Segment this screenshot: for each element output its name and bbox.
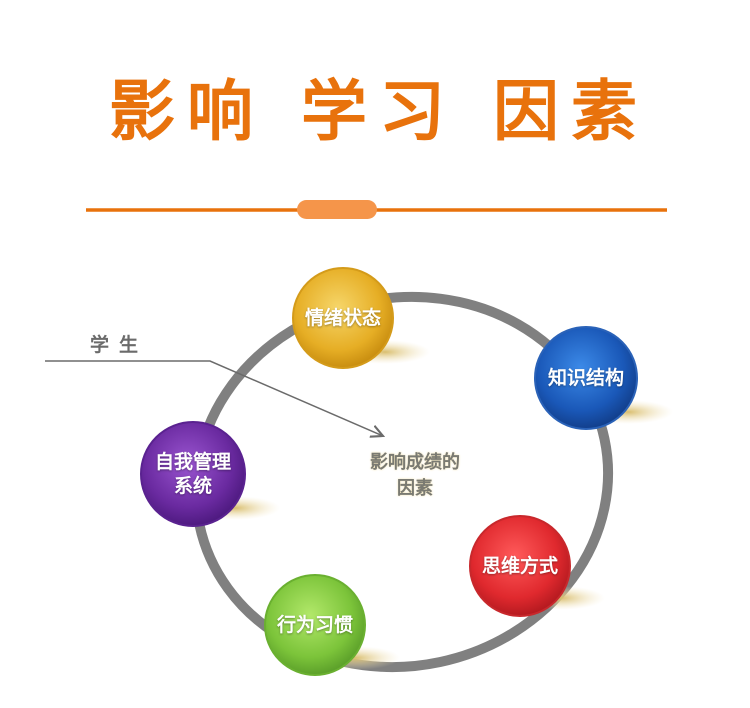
label-self-management-line1: 自我管理 (154, 451, 231, 473)
divider-pill (297, 200, 377, 219)
label-self-management-line2: 系统 (173, 475, 212, 497)
title-char: 影 (109, 73, 179, 150)
center-label-line2: 因素 (397, 478, 433, 499)
center-label-line1: 影响成绩的 (370, 452, 460, 473)
student-arrow (45, 360, 383, 436)
student-label: 学生 (90, 334, 149, 356)
label-self-management: 自我管理 系统 (141, 450, 245, 498)
ball-knowledge (534, 326, 638, 430)
title-char: 素 (571, 73, 641, 150)
title-char: 因 (493, 73, 563, 150)
ball-behavior (264, 574, 366, 676)
ball-self-management (140, 421, 246, 527)
title-char: 响 (187, 73, 257, 150)
label-emotion: 情绪状态 (304, 307, 381, 329)
title-char: 学 (301, 73, 371, 150)
center-label: 影响成绩的 因素 (350, 450, 480, 502)
label-behavior: 行为习惯 (276, 614, 353, 636)
ball-emotion (292, 267, 394, 369)
label-thinking: 思维方式 (481, 555, 558, 577)
label-knowledge: 知识结构 (547, 367, 624, 389)
page-title: 影响学习因素 (0, 62, 750, 162)
title-char: 习 (379, 73, 449, 150)
ball-thinking (469, 515, 571, 617)
